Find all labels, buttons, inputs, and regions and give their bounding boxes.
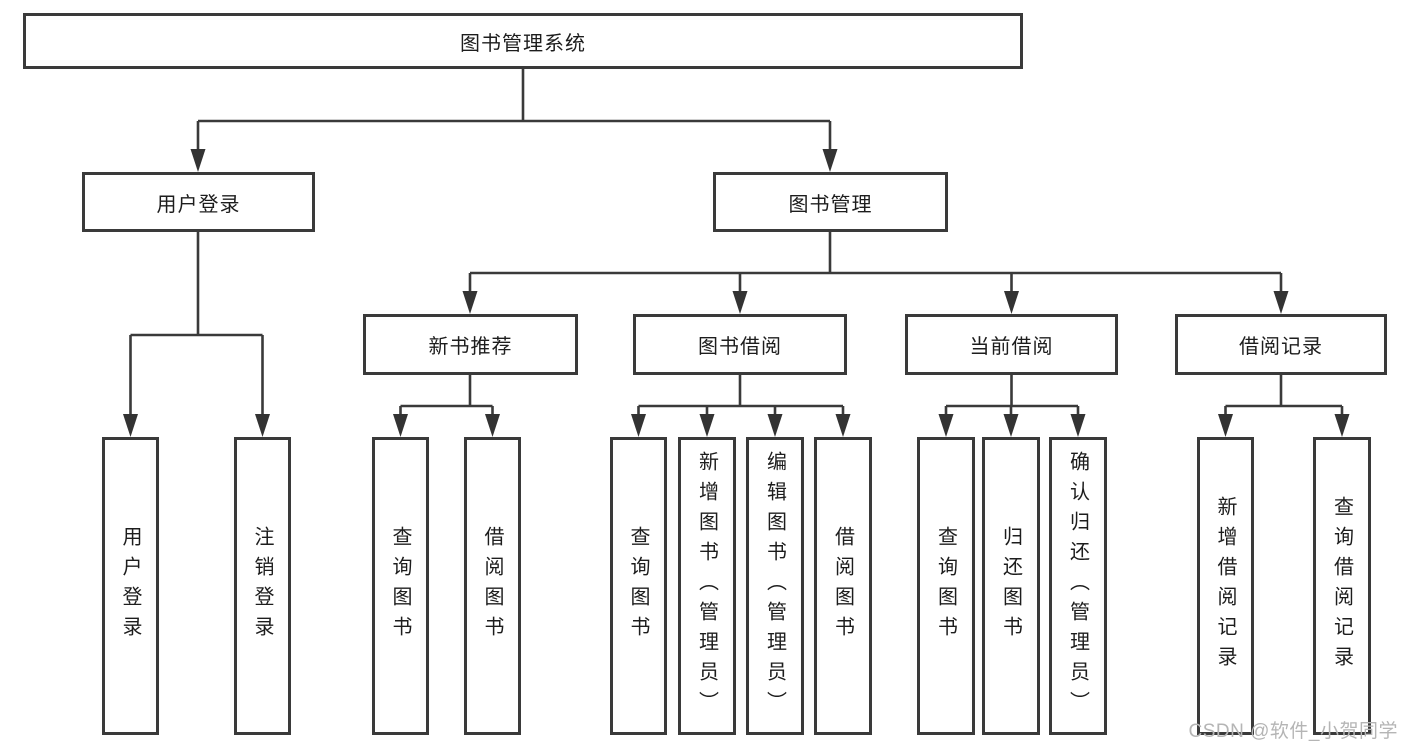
- leaf-add-borrow-record: 新增借阅记录: [1197, 437, 1254, 735]
- connector-user-login-to-leaves: [123, 232, 270, 437]
- leaf-edit-books-admin: 编辑图书（管理员）: [746, 437, 804, 735]
- leaf-user-login: 用户登录: [102, 437, 159, 735]
- arrow-down-icon: [732, 291, 748, 314]
- arrow-down-icon: [1004, 291, 1019, 314]
- connector-borrow-record-to-leaves: [1218, 375, 1350, 437]
- node-borrow-record: 借阅记录: [1175, 314, 1387, 375]
- leaf-query-books-recommend: 查询图书: [372, 437, 429, 735]
- arrow-down-icon: [699, 414, 715, 437]
- connector-root-to-level2: [190, 68, 838, 172]
- connector-book-management-to-level3: [462, 232, 1289, 314]
- connector-current-borrow-to-leaves: [938, 375, 1086, 437]
- arrow-down-icon: [1070, 414, 1086, 437]
- node-current-borrow: 当前借阅: [905, 314, 1118, 375]
- arrow-down-icon: [123, 414, 138, 437]
- leaf-query-books-borrow: 查询图书: [610, 437, 667, 735]
- leaf-logout-login: 注销登录: [234, 437, 291, 735]
- node-book-management: 图书管理: [713, 172, 948, 232]
- arrow-down-icon: [190, 149, 206, 172]
- arrow-down-icon: [1273, 291, 1289, 314]
- connector-new-book-recommend-to-leaves: [393, 375, 500, 437]
- arrow-down-icon: [485, 414, 500, 437]
- arrow-down-icon: [767, 414, 783, 437]
- node-new-book-recommend: 新书推荐: [363, 314, 578, 375]
- arrow-down-icon: [631, 414, 646, 437]
- watermark: CSDN @软件_小贺同学: [1188, 721, 1398, 742]
- leaf-borrow-books-borrow: 借阅图书: [814, 437, 872, 735]
- connector-book-borrow-to-leaves: [631, 375, 851, 437]
- arrow-down-icon: [393, 414, 408, 437]
- arrow-down-icon: [938, 414, 954, 437]
- arrow-down-icon: [255, 414, 270, 437]
- arrow-down-icon: [462, 291, 478, 314]
- node-book-borrow: 图书借阅: [633, 314, 847, 375]
- leaf-query-books-current: 查询图书: [917, 437, 975, 735]
- node-root-library-management-system: 图书管理系统: [23, 13, 1023, 69]
- leaf-return-books: 归还图书: [982, 437, 1040, 735]
- leaf-add-books-admin: 新增图书（管理员）: [678, 437, 736, 735]
- arrow-down-icon: [822, 149, 838, 172]
- leaf-confirm-return-admin: 确认归还（管理员）: [1049, 437, 1107, 735]
- node-user-login: 用户登录: [82, 172, 315, 232]
- arrow-down-icon: [1334, 414, 1350, 437]
- arrow-down-icon: [1003, 414, 1019, 437]
- arrow-down-icon: [1218, 414, 1233, 437]
- leaf-borrow-books-recommend: 借阅图书: [464, 437, 521, 735]
- arrow-down-icon: [835, 414, 851, 437]
- leaf-query-borrow-record: 查询借阅记录: [1313, 437, 1371, 735]
